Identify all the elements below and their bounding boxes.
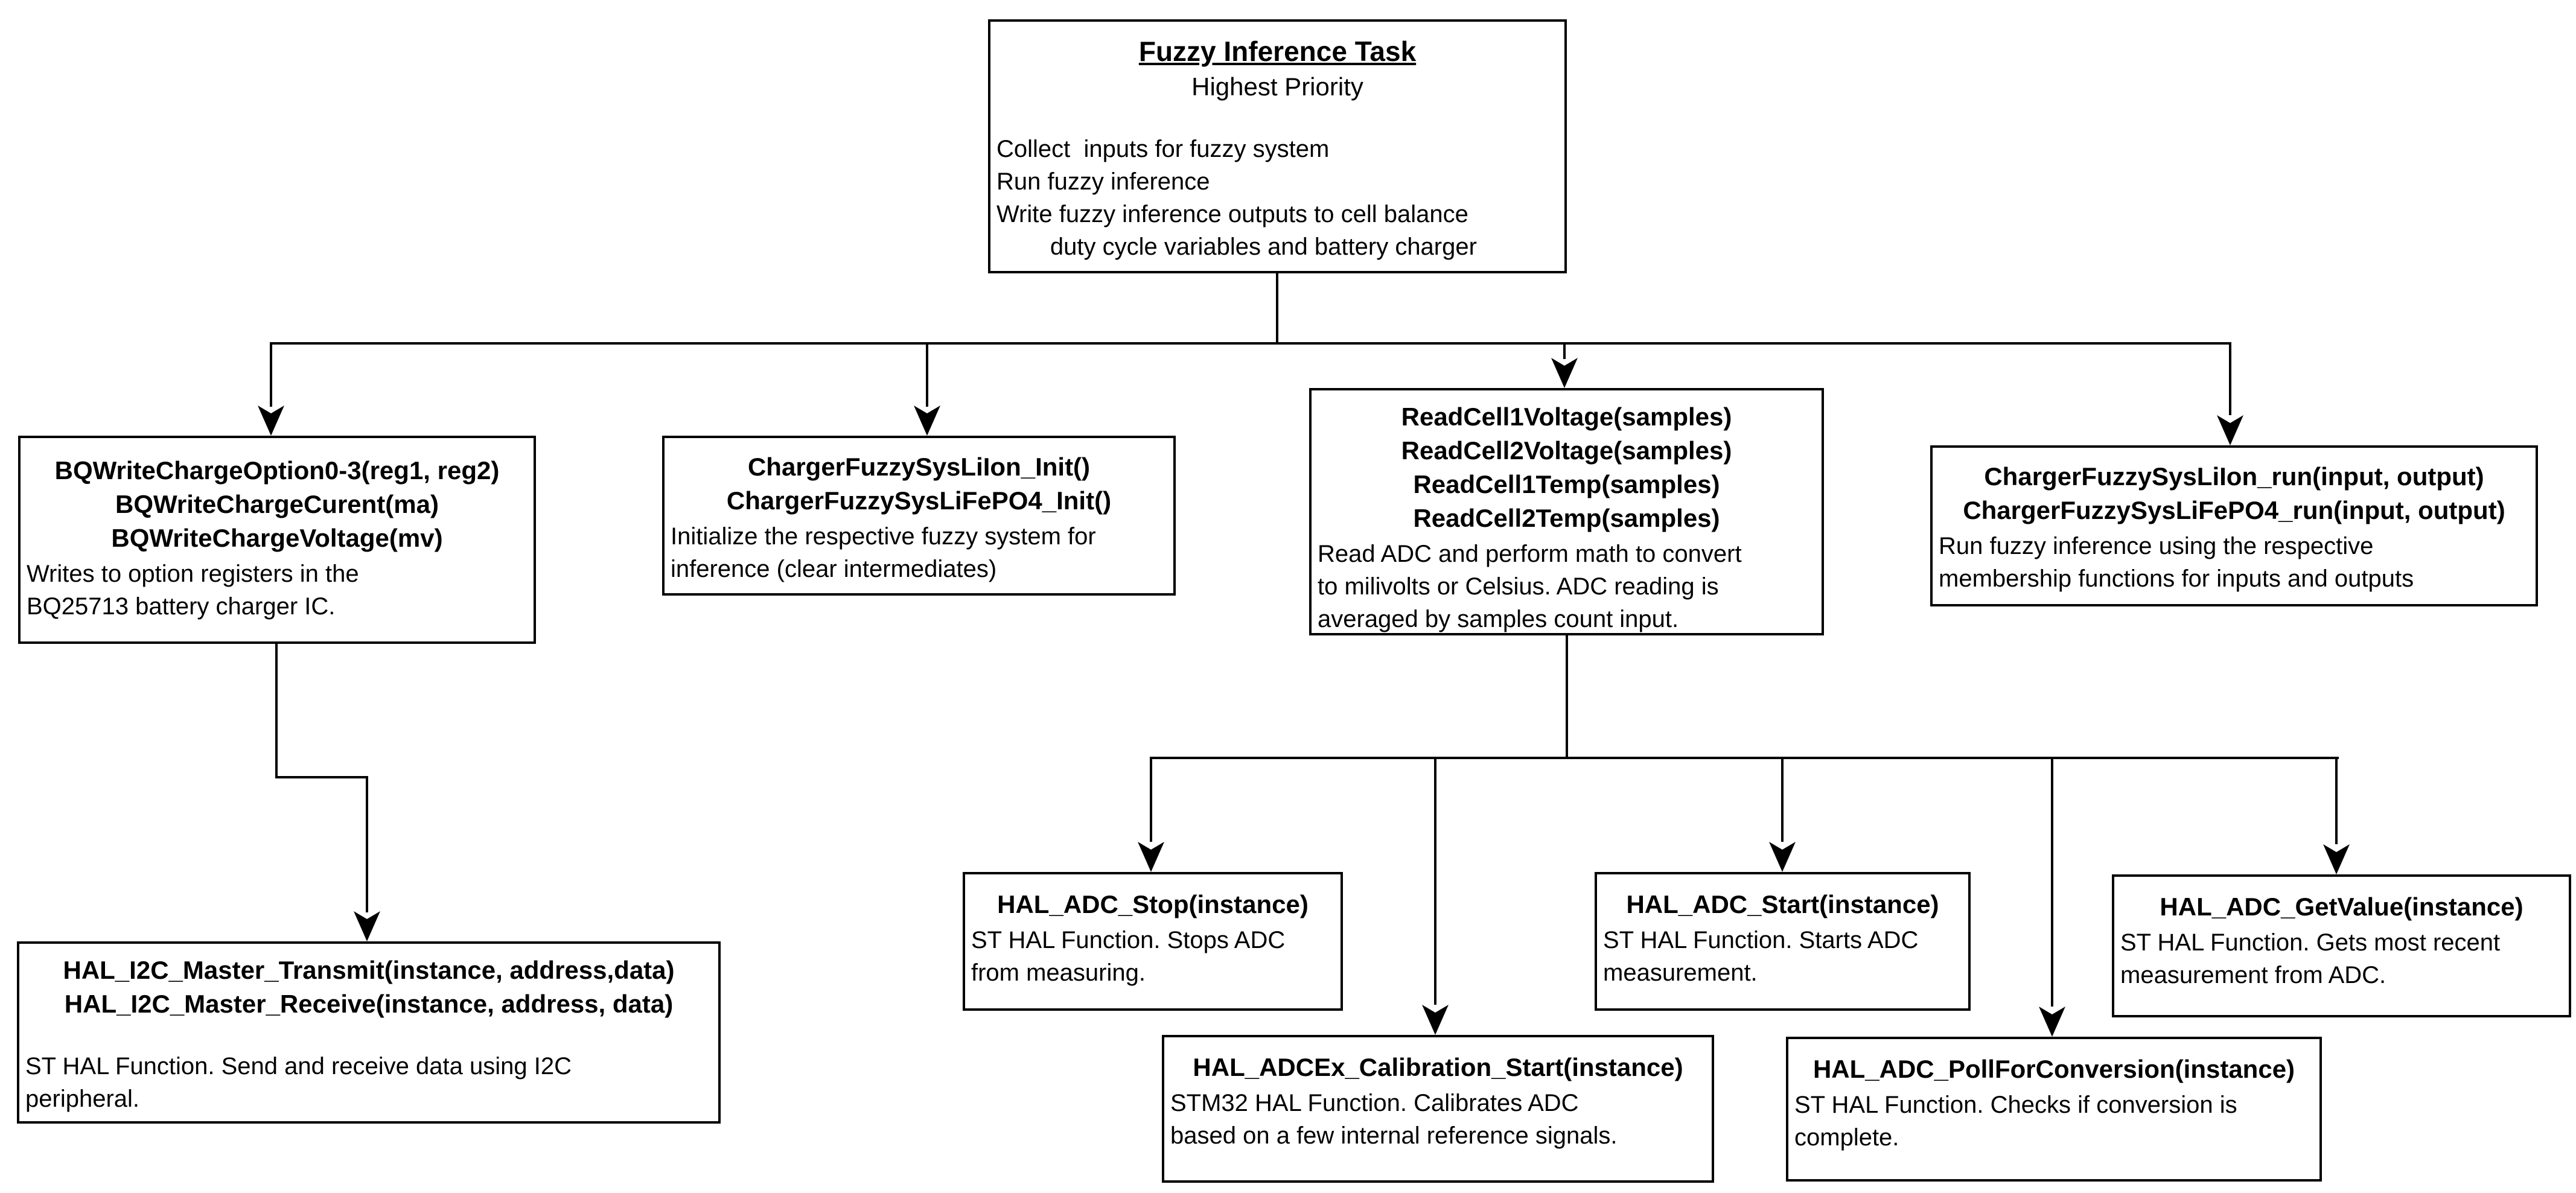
function-name: HAL_ADC_Start(instance) [1626, 890, 1939, 918]
function-name: ChargerFuzzySysLiIon_Init() [747, 453, 1091, 481]
arrow-down-icon [1769, 842, 1796, 872]
node-fuzzy-inference-task: Fuzzy Inference Task Highest Priority Co… [988, 19, 1567, 273]
function-name: HAL_ADC_GetValue(instance) [2160, 892, 2523, 921]
arrow-down-icon [914, 406, 940, 436]
body-line: Read ADC and perform math to convert [1318, 541, 1742, 567]
arrow-down-icon [2217, 415, 2243, 445]
body-line: measurement. [1603, 959, 1758, 986]
function-name: BQWriteChargeCurent(ma) [115, 490, 439, 518]
function-name: ReadCell1Temp(samples) [1413, 470, 1720, 498]
connector-bq-step-to-i2c [366, 776, 368, 912]
node-charger-fuzzy-sys-run: ChargerFuzzySysLiIon_run(input, output) … [1930, 445, 2538, 606]
node-hal-adc-start: HAL_ADC_Start(instance) ST HAL Function.… [1595, 872, 1971, 1011]
body-line: Write fuzzy inference outputs to cell ba… [996, 201, 1468, 227]
body-line: Collect inputs for fuzzy system [996, 136, 1330, 162]
body-line: Writes to option registers in the [27, 561, 359, 587]
function-name: ReadCell1Voltage(samples) [1401, 402, 1732, 431]
connector-drop-adc-stop [1150, 757, 1152, 842]
node-title: Fuzzy Inference Task [1138, 36, 1417, 67]
body-line: ST HAL Function. Gets most recent [2120, 929, 2501, 956]
connector-drop-adc-calibration [1434, 757, 1436, 1005]
connector-dist1-horizontal [271, 342, 2231, 345]
body-line: ST HAL Function. Stops ADC [971, 927, 1286, 953]
body-line: inference (clear intermediates) [671, 556, 997, 582]
connector-bq-step-right [275, 776, 368, 778]
body-line: complete. [1794, 1124, 1899, 1151]
arrow-down-icon [1138, 842, 1164, 872]
arrow-down-icon [2039, 1007, 2065, 1037]
connector-bq-step-down [275, 644, 278, 778]
arrow-down-icon [1422, 1005, 1449, 1035]
connector-drop-bq [270, 342, 272, 407]
connector-drop-adc-start [1781, 757, 1784, 842]
arrow-down-icon [2323, 844, 2350, 874]
node-hal-adcex-calibration-start: HAL_ADCEx_Calibration_Start(instance) ST… [1162, 1035, 1714, 1183]
function-name: ChargerFuzzySysLiFePO4_Init() [726, 486, 1112, 515]
function-name: HAL_ADCEx_Calibration_Start(instance) [1193, 1053, 1683, 1081]
body-line: Run fuzzy inference [996, 168, 1210, 195]
node-hal-i2c-master: HAL_I2C_Master_Transmit(instance, addres… [17, 941, 721, 1124]
connector-drop-adc-poll [2051, 757, 2053, 1007]
connector-drop-readcell [1563, 342, 1566, 359]
node-charger-fuzzy-sys-init: ChargerFuzzySysLiIon_Init() ChargerFuzzy… [662, 436, 1176, 596]
connector-drop-run [2229, 342, 2231, 415]
body-line: membership functions for inputs and outp… [1939, 565, 2414, 592]
body-line: duty cycle variables and battery charger [996, 234, 1477, 260]
arrow-down-icon [354, 911, 380, 941]
connector-drop-init [926, 342, 928, 407]
node-bq-write-charge: BQWriteChargeOption0-3(reg1, reg2) BQWri… [18, 436, 536, 644]
body-line: Initialize the respective fuzzy system f… [671, 523, 1096, 550]
connector-drop-adc-getvalue [2335, 757, 2338, 844]
node-read-cell-functions: ReadCell1Voltage(samples) ReadCell2Volta… [1309, 388, 1824, 635]
body-line: Run fuzzy inference using the respective [1939, 533, 2374, 559]
function-name: ReadCell2Voltage(samples) [1401, 436, 1732, 465]
body-line: ST HAL Function. Checks if conversion is [1794, 1092, 2237, 1118]
function-name: HAL_ADC_PollForConversion(instance) [1812, 1055, 2295, 1083]
function-name: BQWriteChargeOption0-3(reg1, reg2) [54, 456, 500, 485]
node-hal-adc-stop: HAL_ADC_Stop(instance) ST HAL Function. … [963, 872, 1343, 1011]
function-name: HAL_ADC_Stop(instance) [997, 890, 1309, 918]
body-line: to milivolts or Celsius. ADC reading is [1318, 573, 1719, 600]
connector-top-to-dist1 [1276, 273, 1278, 342]
body-line: STM32 HAL Function. Calibrates ADC [1170, 1090, 1579, 1116]
function-name: ChargerFuzzySysLiFePO4_run(input, output… [1963, 496, 2505, 524]
body-line: BQ25713 battery charger IC. [27, 593, 336, 620]
function-name: BQWriteChargeVoltage(mv) [111, 524, 443, 552]
function-name: ChargerFuzzySysLiIon_run(input, output) [1984, 462, 2484, 491]
node-subtitle: Highest Priority [1191, 72, 1363, 101]
body-line: from measuring. [971, 959, 1146, 986]
connector-dist2-horizontal [1151, 757, 2339, 759]
body-line: ST HAL Function. Starts ADC [1603, 927, 1919, 953]
arrow-down-icon [258, 406, 284, 436]
arrow-down-icon [1551, 358, 1578, 388]
function-name: ReadCell2Temp(samples) [1413, 504, 1720, 532]
function-name: HAL_I2C_Master_Transmit(instance, addres… [63, 956, 675, 984]
node-hal-adc-pollforconversion: HAL_ADC_PollForConversion(instance) ST H… [1786, 1037, 2322, 1182]
connector-readcell-to-dist2 [1566, 635, 1568, 758]
body-line: based on a few internal reference signal… [1170, 1122, 1618, 1149]
body-line: ST HAL Function. Send and receive data u… [25, 1053, 572, 1080]
body-line: peripheral. [25, 1086, 140, 1112]
node-hal-adc-getvalue: HAL_ADC_GetValue(instance) ST HAL Functi… [2112, 874, 2571, 1017]
function-name: HAL_I2C_Master_Receive(instance, address… [64, 990, 674, 1018]
body-line: averaged by samples count input. [1318, 606, 1679, 632]
body-line: measurement from ADC. [2120, 962, 2386, 988]
